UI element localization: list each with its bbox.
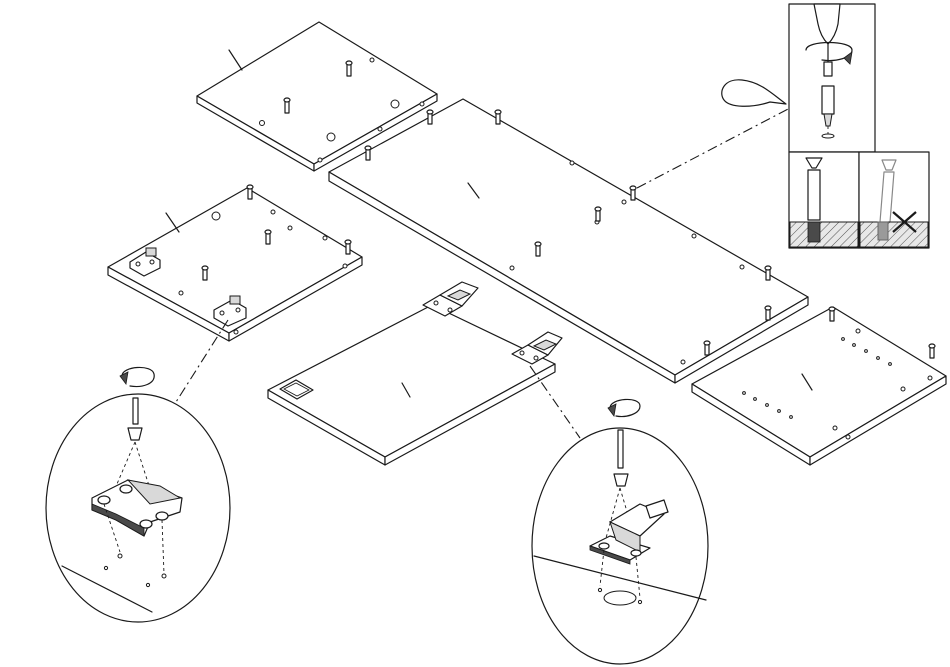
dowel-pin	[345, 240, 351, 254]
dowel-pin	[346, 61, 352, 76]
dowel-pin	[495, 110, 501, 124]
dowel-pin	[630, 186, 636, 200]
screw	[128, 428, 142, 440]
right-hinge-zoom	[532, 399, 708, 664]
dowel-pin	[765, 306, 771, 320]
dowel-pin	[427, 110, 433, 124]
dowel-insertion-inset	[789, 4, 929, 248]
leader-line	[637, 108, 790, 188]
clockwise-arrow-icon	[120, 367, 154, 386]
screw	[614, 474, 628, 486]
door-panel	[268, 282, 562, 465]
left-hinge-plate-zoom	[46, 367, 230, 622]
grain-direction-mark	[229, 50, 242, 70]
screwdriver-icon	[618, 430, 623, 468]
bottom-shelf	[108, 185, 362, 341]
dowel-pin	[247, 185, 253, 199]
dowel-pin	[365, 146, 371, 160]
screwdriver-icon	[133, 398, 138, 424]
dowel-pin	[929, 344, 935, 358]
grain-direction-mark	[166, 213, 179, 232]
dowel-pin	[535, 242, 541, 256]
dowel-pin	[829, 307, 835, 321]
dowel-pin	[704, 341, 710, 355]
dowel-pin	[284, 98, 290, 113]
dowel-pin	[595, 207, 601, 221]
dowel-pin	[765, 266, 771, 280]
glue-bubble	[722, 80, 786, 106]
hinge-cup-hole	[604, 591, 636, 605]
dowel-pin	[202, 266, 208, 280]
leader-line	[176, 320, 228, 402]
clockwise-arrow-icon	[608, 399, 640, 416]
dowel-pin	[265, 230, 271, 244]
